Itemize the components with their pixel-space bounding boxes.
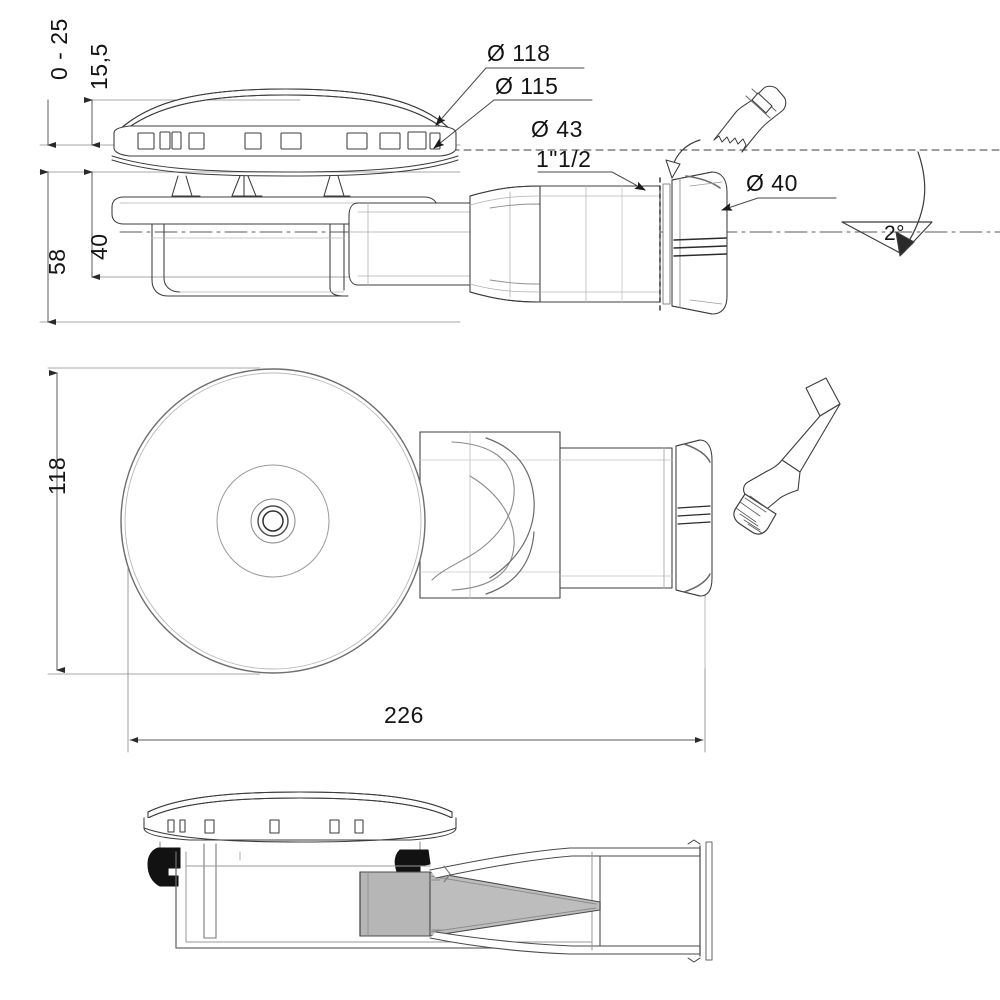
dimension-label-overall-length: 226 — [384, 702, 424, 728]
dimension-label-cover-dia-plan: 118 — [44, 456, 70, 495]
dimension-label-total-height: 58 — [44, 248, 70, 275]
dimension-chains — [40, 97, 100, 325]
plan-cover-disc — [120, 368, 426, 674]
elevation-view — [39, 67, 1000, 325]
section-cover — [143, 791, 457, 853]
brush-icon — [704, 377, 841, 669]
drain-cover — [111, 88, 459, 197]
section-view — [143, 791, 713, 963]
callout-label-cover-inner-dia: Ø 115 — [495, 73, 559, 99]
end-cap-ribs — [673, 237, 727, 257]
section-body — [175, 843, 601, 949]
callout-label-pipe-dia: Ø 40 — [746, 170, 798, 196]
outlet-pipe-assembly — [348, 171, 728, 315]
dimension-label-cover-height: 15,5 — [86, 43, 112, 90]
saw-icon — [713, 85, 787, 153]
section-cover-slots — [167, 819, 364, 834]
callout-label-slope-angle: 2° — [884, 222, 906, 245]
plan-view — [47, 367, 841, 753]
callout-label-outlet-thread-inch: 1"1/2 — [536, 146, 592, 172]
curved-arrow-icon — [665, 139, 701, 179]
callout-leaders — [433, 67, 837, 211]
callout-label-outlet-thread-dia: Ø 43 — [531, 116, 583, 142]
dimension-label-body-height: 40 — [86, 233, 112, 260]
callout-label-cover-outer-dia: Ø 118 — [487, 40, 551, 66]
brush-bristles — [735, 495, 771, 534]
section-outlet — [429, 839, 713, 963]
dimension-label-adjust-range: 0 - 25 — [46, 18, 72, 80]
plan-outlet-pipe — [419, 431, 713, 599]
slope-indicator — [841, 151, 933, 257]
section-trap-insert — [359, 871, 601, 937]
